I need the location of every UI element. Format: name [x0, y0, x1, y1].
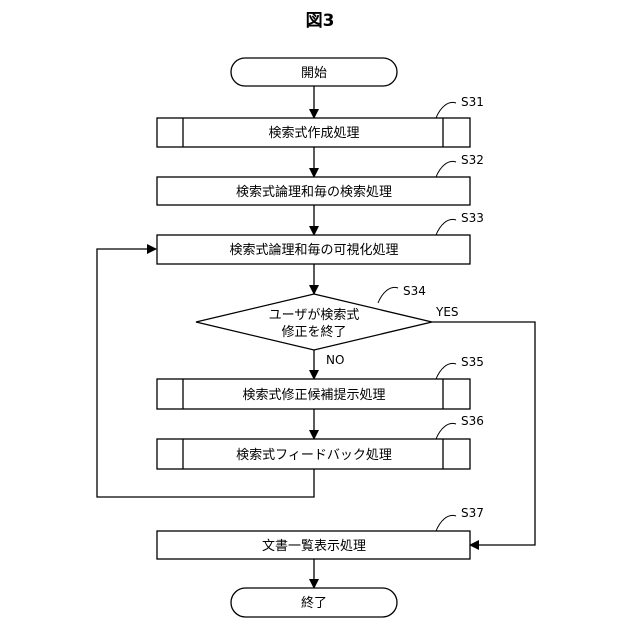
step-label-s33: S33: [461, 211, 484, 225]
step-label-s35: S35: [461, 355, 484, 369]
step-label-s36: S36: [461, 414, 484, 428]
process-s37-label: 文書一覧表示処理: [262, 538, 366, 554]
process-s31: 検索式作成処理: [157, 118, 470, 147]
process-s36-label: 検索式フィードバック処理: [236, 448, 392, 463]
start-label: 開始: [301, 66, 327, 81]
end-label: 終了: [301, 595, 327, 611]
branch-label-no: NO: [326, 353, 344, 367]
step-leader-s35: [436, 363, 456, 379]
step-leader-s32: [436, 161, 456, 177]
process-s35: 検索式修正候補提示処理: [157, 379, 470, 409]
process-s36: 検索式フィードバック処理: [157, 439, 470, 469]
process-s35-label: 検索式修正候補提示処理: [242, 387, 385, 403]
step-leader-s36: [436, 423, 456, 439]
decision-s34-line1: ユーザが検索式: [269, 308, 360, 323]
step-label-s37: S37: [461, 506, 484, 520]
process-s33-label: 検索式論理和毎の可視化処理: [229, 242, 398, 258]
figure-title: 図3: [306, 11, 335, 31]
step-label-s34: S34: [403, 284, 426, 298]
decision-s34: ユーザが検索式 修正を終了: [196, 294, 432, 350]
process-s32: 検索式論理和毎の検索処理: [157, 177, 470, 205]
decision-s34-line2: 修正を終了: [281, 324, 346, 340]
process-s33: 検索式論理和毎の可視化処理: [157, 235, 470, 264]
start-terminal: 開始: [231, 58, 397, 86]
process-s31-label: 検索式作成処理: [268, 126, 359, 141]
step-label-s32: S32: [461, 153, 484, 167]
process-s32-label: 検索式論理和毎の検索処理: [236, 184, 392, 200]
step-leader-s33: [436, 219, 456, 235]
step-leader-s34: [378, 287, 398, 303]
branch-label-yes: YES: [435, 305, 459, 319]
end-terminal: 終了: [231, 588, 397, 617]
step-leader-s31: [436, 102, 456, 118]
step-leader-s37: [436, 515, 456, 531]
process-s37: 文書一覧表示処理: [157, 531, 470, 559]
step-label-s31: S31: [461, 95, 484, 109]
